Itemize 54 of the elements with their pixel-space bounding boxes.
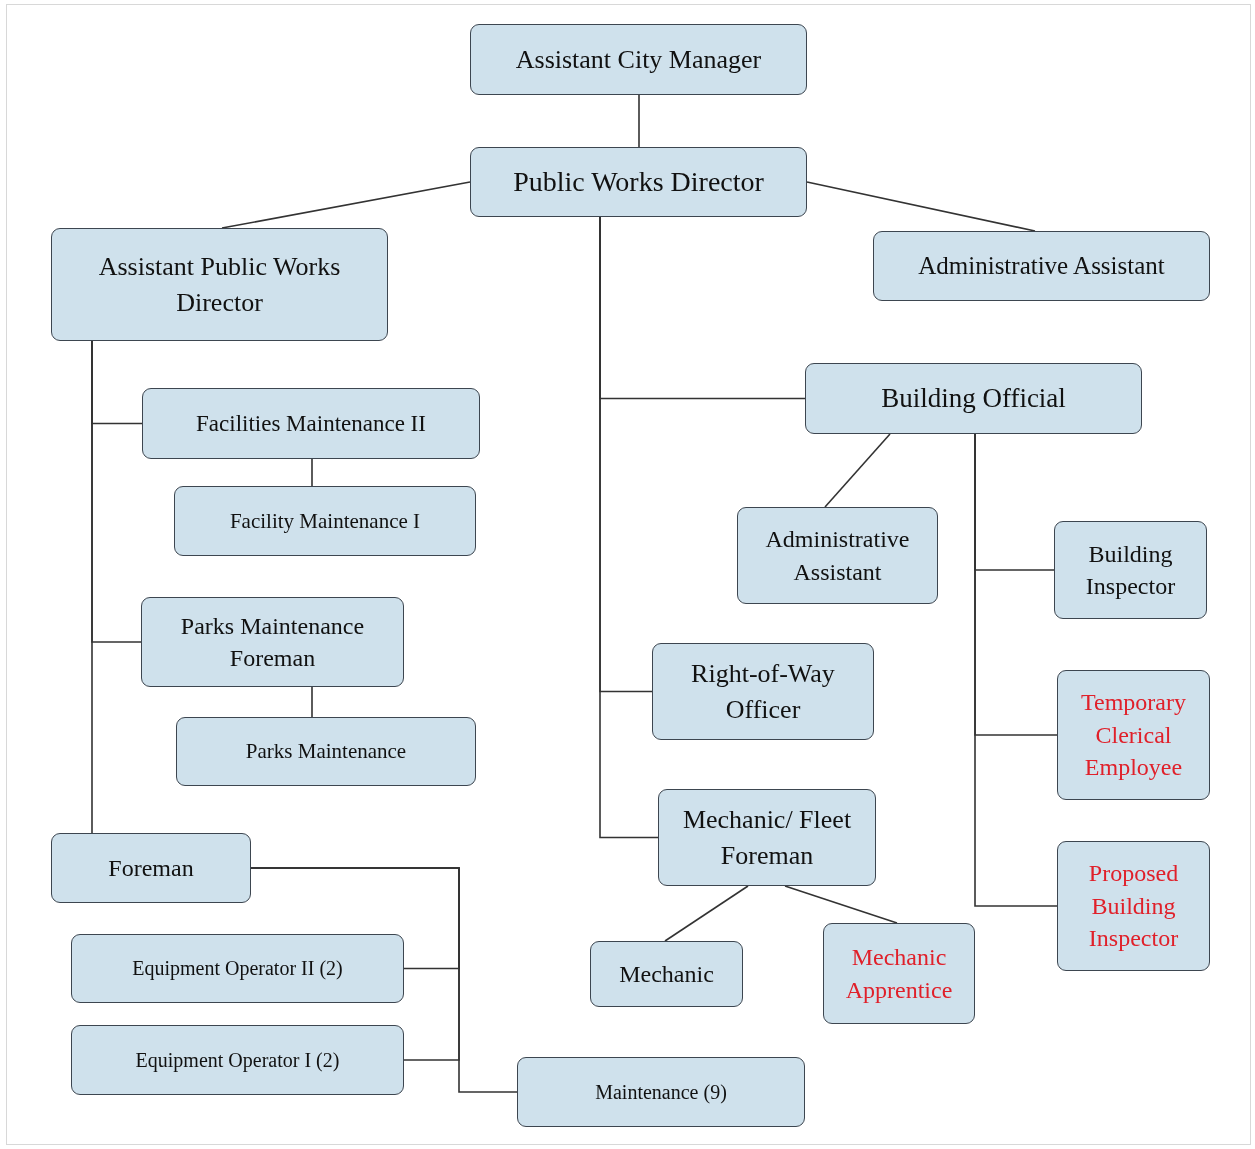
position-box [1054,521,1207,619]
position-box [470,24,807,95]
position-box [71,1025,404,1095]
position-title: Mechanic/ Fleet Foreman [681,804,853,872]
connector-line [784,885,898,924]
position-box [658,789,876,886]
position-box [470,147,807,217]
connector-line [311,686,313,718]
position-title: Public Works Director [513,165,764,200]
position-title: Administrative Assistant [764,525,911,587]
connector-line [806,181,1036,232]
position-title: Building Official [881,382,1066,416]
position-title: Equipment Operator II (2) [132,956,343,982]
position-title: Parks Maintenance [245,738,407,766]
connector-line [638,94,640,148]
position-box [1057,670,1210,800]
connector-line [824,433,891,508]
position-title: Facilities Maintenance II [196,409,426,438]
connector-line [664,885,749,942]
position-title: Mechanic [619,959,714,989]
position-title: Assistant City Manager [515,43,762,76]
position-title: Mechanic Apprentice [844,943,954,1005]
position-title: Right-of-Way Officer [690,658,836,726]
connector-line [250,867,518,1093]
position-box [590,941,743,1007]
position-box [141,597,404,687]
position-box [517,1057,805,1127]
connector-line [311,458,313,487]
position-box [805,363,1142,434]
position-title: Maintenance (9) [595,1079,727,1106]
position-title: Proposed Building Inspector [1087,859,1180,954]
position-title: Assistant Public Works Director [97,251,342,319]
position-box [71,934,404,1003]
position-title: Equipment Operator I (2) [135,1047,340,1074]
position-title: Administrative Assistant [918,251,1165,282]
position-box [51,228,388,341]
position-title: Temporary Clerical Employee [1080,688,1187,783]
connector-line [221,181,471,229]
position-box [51,833,251,903]
position-box [142,388,480,459]
position-box [176,717,476,786]
position-box [823,923,975,1024]
position-box [652,643,874,740]
position-title: Parks Maintenance Foreman [179,611,366,673]
position-box [873,231,1210,301]
position-box [174,486,476,556]
position-title: Facility Maintenance I [229,507,421,535]
position-box [737,507,938,604]
connector-line [599,216,659,839]
connector-line [91,340,93,834]
position-title: Foreman [108,853,194,883]
connector-line [974,433,1058,907]
position-title: Building Inspector [1084,539,1177,601]
position-box [1057,841,1210,971]
